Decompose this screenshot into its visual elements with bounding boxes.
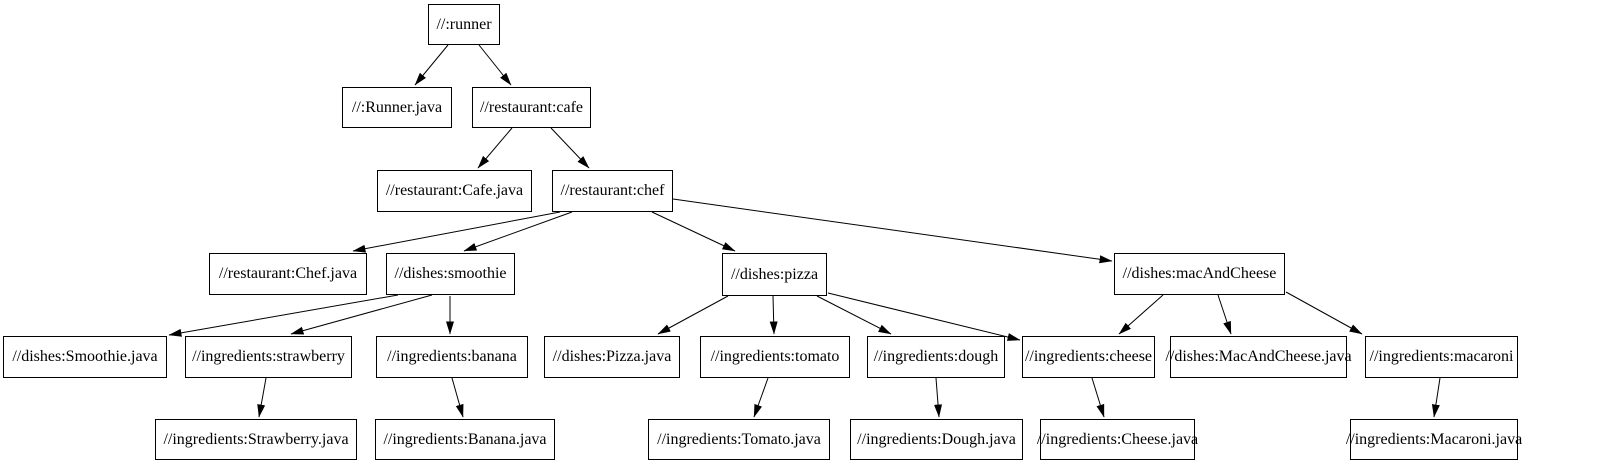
graph-node-cheese: //ingredients:cheese [1022,336,1155,378]
graph-node-strawberry-java: //ingredients:Strawberry.java [155,419,357,460]
graph-node-tomato-java: //ingredients:Tomato.java [648,419,830,460]
graph-node-smoothie: //dishes:smoothie [386,253,515,295]
graph-node-dough-java: //ingredients:Dough.java [850,419,1023,460]
graph-node-macaroni-java: //ingredients:Macaroni.java [1346,419,1522,460]
graph-node-banana-java: //ingredients:Banana.java [375,419,555,460]
graph-node-pizza: //dishes:pizza [722,253,827,296]
graph-node-runner-java: //:Runner.java [342,87,452,128]
graph-node-cheese-java: //ingredients:Cheese.java [1037,419,1198,460]
graph-node-pizza-java: //dishes:Pizza.java [544,336,680,378]
graph-node-banana: //ingredients:banana [376,336,528,378]
graph-node-cafe: //restaurant:cafe [472,87,591,128]
graph-node-dough: //ingredients:dough [867,336,1005,378]
graph-node-tomato: //ingredients:tomato [700,336,850,378]
graph-node-smoothie-java: //dishes:Smoothie.java [3,336,167,378]
graph-node-strawberry: //ingredients:strawberry [185,336,352,378]
graph-node-chef-java: //restaurant:Chef.java [209,253,367,295]
graph-node-cafe-java: //restaurant:Cafe.java [377,170,532,212]
graph-node-chef: //restaurant:chef [552,170,673,212]
graph-node-mac-and-cheese-java: //dishes:MacAndCheese.java [1165,336,1352,378]
graph-node-runner: //:runner [428,4,500,45]
graph-node-macaroni: //ingredients:macaroni [1365,336,1518,378]
graph-node-mac-and-cheese: //dishes:macAndCheese [1114,253,1285,295]
